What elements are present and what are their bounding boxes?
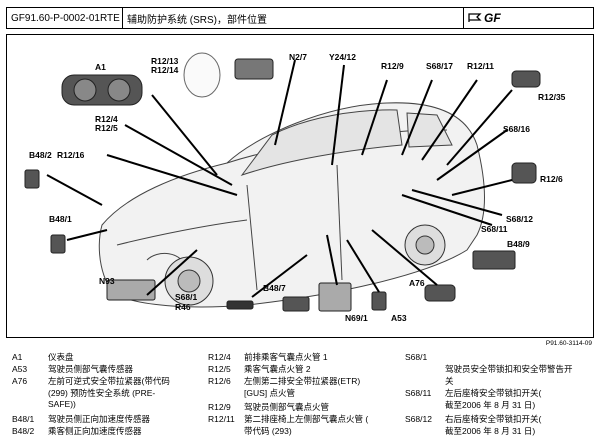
callout-b48-1: B48/1	[49, 214, 72, 224]
control-unit-n69-1-icon	[318, 282, 352, 312]
callout-s68-17: S68/17	[426, 61, 453, 71]
legend-item: A76 左前可逆式安全带拉紧器(带代码 (299) 预防性安全系统 (PRE- …	[12, 376, 170, 411]
legend-item: R12/9 驾驶员侧部气囊点火管	[208, 402, 329, 414]
legend-text: 左侧第二排安全带拉紧器(ETR) [GUS] 点火管	[244, 376, 361, 398]
buckle-switch-s68-1-icon	[226, 300, 254, 310]
callout-y24-12: Y24/12	[329, 52, 356, 62]
belt-tensioner-r12-6-icon	[511, 162, 537, 184]
sensor-b48-2-icon	[24, 169, 40, 189]
legend-text: 驾驶员侧部气囊点火管	[244, 402, 330, 412]
legend-code: A76	[12, 376, 28, 386]
sensor-b48-7-icon	[282, 296, 310, 312]
legend-code: R12/9	[208, 402, 231, 412]
legend-code: R12/5	[208, 364, 231, 374]
legend-item: 驾驶员安全带锁扣和安全带警告开 关	[445, 364, 573, 387]
legend-item: R12/6 左侧第二排安全带拉紧器(ETR) [GUS] 点火管	[208, 376, 360, 399]
sensor-b48-1-icon	[50, 234, 66, 254]
control-unit-n2-7-icon	[234, 58, 274, 80]
airbag-module-icon	[183, 52, 221, 98]
legend-code: R12/6	[208, 376, 231, 386]
legend-code: R12/4	[208, 352, 231, 362]
legend-item: A1 仪表盘	[12, 352, 74, 364]
leader-lines	[46, 59, 513, 298]
document-header: GF91.60-P-0002-01RTE 辅助防护系统 (SRS)，部件位置 G…	[6, 7, 594, 29]
legend-item: R12/11 第二排座椅上左侧部气囊点火管 ( 带代码 (293)	[208, 414, 368, 437]
callout-s68-16: S68/16	[503, 124, 530, 134]
instrument-cluster-icon	[61, 74, 143, 106]
legend-text: 乘客气囊点火管 2	[244, 364, 311, 374]
callout-r12-13: R12/13	[151, 56, 179, 66]
brand-logo: GF	[468, 11, 501, 25]
legend-text: 左后座椅安全带锁扣开关( 截至2006 年 8 月 31 日)	[445, 388, 542, 410]
callout-r12-16: R12/16	[57, 150, 85, 160]
car-illustration	[24, 52, 541, 312]
legend-item: B48/1 驾驶员侧正向加速度传感器	[12, 414, 150, 426]
callout-r12-14: R12/14	[151, 65, 179, 75]
legend-item: R12/5 乘客气囊点火管 2	[208, 364, 311, 376]
legend-code: B48/1	[12, 414, 35, 424]
legend-item: A53 驾驶员侧部气囊传感器	[12, 364, 133, 376]
brand-cell: GF	[464, 8, 593, 28]
callout-r12-9: R12/9	[381, 61, 404, 71]
legend-code: A1	[12, 352, 23, 362]
sensor-b48-9-icon	[472, 250, 516, 270]
callout-b48-9: B48/9	[507, 239, 530, 249]
brand-text: GF	[484, 11, 501, 25]
callout-s68-11: S68/11	[481, 224, 508, 234]
belt-tensioner-r12-35-icon	[511, 70, 541, 88]
belt-tensioner-a76-icon	[424, 284, 456, 302]
legend-text: 仪表盘	[48, 352, 74, 362]
legend-text: 乘客侧正向加速度传感器	[48, 426, 142, 436]
legend-code: S68/1	[405, 352, 428, 362]
callout-n69-1: N69/1	[345, 313, 368, 323]
doc-title: 辅助防护系统 (SRS)，部件位置	[123, 8, 464, 28]
legend-text: 右后座椅安全带锁扣开关( 截至2006 年 8 月 31 日)	[445, 414, 542, 436]
callout-n2-7: N2/7	[289, 52, 307, 62]
legend-code: S68/11	[405, 388, 432, 398]
legend-text: 驾驶员安全带锁扣和安全带警告开 关	[445, 364, 573, 386]
callout-a76: A76	[409, 278, 425, 288]
sensor-a53-icon	[371, 291, 387, 311]
legend-text: 驾驶员侧部气囊传感器	[48, 364, 134, 374]
legend-item: R12/4 前排乘客气囊点火管 1	[208, 352, 328, 364]
legend-item: S68/12 右后座椅安全带锁扣开关( 截至2006 年 8 月 31 日)	[405, 414, 541, 437]
legend-text: 驾驶员侧正向加速度传感器	[48, 414, 151, 424]
component-location-figure: A1 R12/13 R12/14 N2/7 Y24/12 R12/9 S68/1…	[6, 34, 594, 338]
legend-code: B48/2	[12, 426, 35, 436]
legend-code: S68/12	[405, 414, 432, 424]
callout-s68-1: S68/1	[175, 292, 198, 302]
callout-r12-6: R12/6	[540, 174, 563, 184]
legend-code: A53	[12, 364, 28, 374]
callout-r12-5: R12/5	[95, 123, 118, 133]
legend-code: R12/11	[208, 414, 235, 424]
legend-text: 前排乘客气囊点火管 1	[244, 352, 328, 362]
callout-n93: N93	[99, 276, 115, 286]
legend-text: 第二排座椅上左侧部气囊点火管 ( 带代码 (293)	[244, 414, 369, 436]
legend-item: S68/11 左后座椅安全带锁扣开关( 截至2006 年 8 月 31 日)	[405, 388, 541, 411]
callout-a1: A1	[95, 62, 106, 72]
legend-text: 左前可逆式安全带拉紧器(带代码 (299) 预防性安全系统 (PRE- SAFE…	[48, 376, 170, 410]
flag-icon	[468, 13, 482, 22]
callout-r46: R46	[175, 302, 191, 312]
legend-item: B48/2 乘客侧正向加速度传感器	[12, 426, 142, 438]
callout-r12-4: R12/4	[95, 114, 118, 124]
rear-wheel	[404, 224, 446, 266]
callout-a53: A53	[391, 313, 407, 323]
callout-b48-2: B48/2	[29, 150, 52, 160]
callout-r12-35: R12/35	[538, 92, 566, 102]
legend-item: S68/1	[405, 352, 445, 364]
callout-s68-12: S68/12	[506, 214, 533, 224]
doc-id: GF91.60-P-0002-01RTE	[7, 8, 123, 28]
figure-reference: P91.60-3114-09	[545, 340, 592, 347]
control-unit-n93-icon	[106, 279, 156, 301]
callout-b48-7: B48/7	[263, 283, 286, 293]
callout-r12-11: R12/11	[467, 61, 494, 71]
